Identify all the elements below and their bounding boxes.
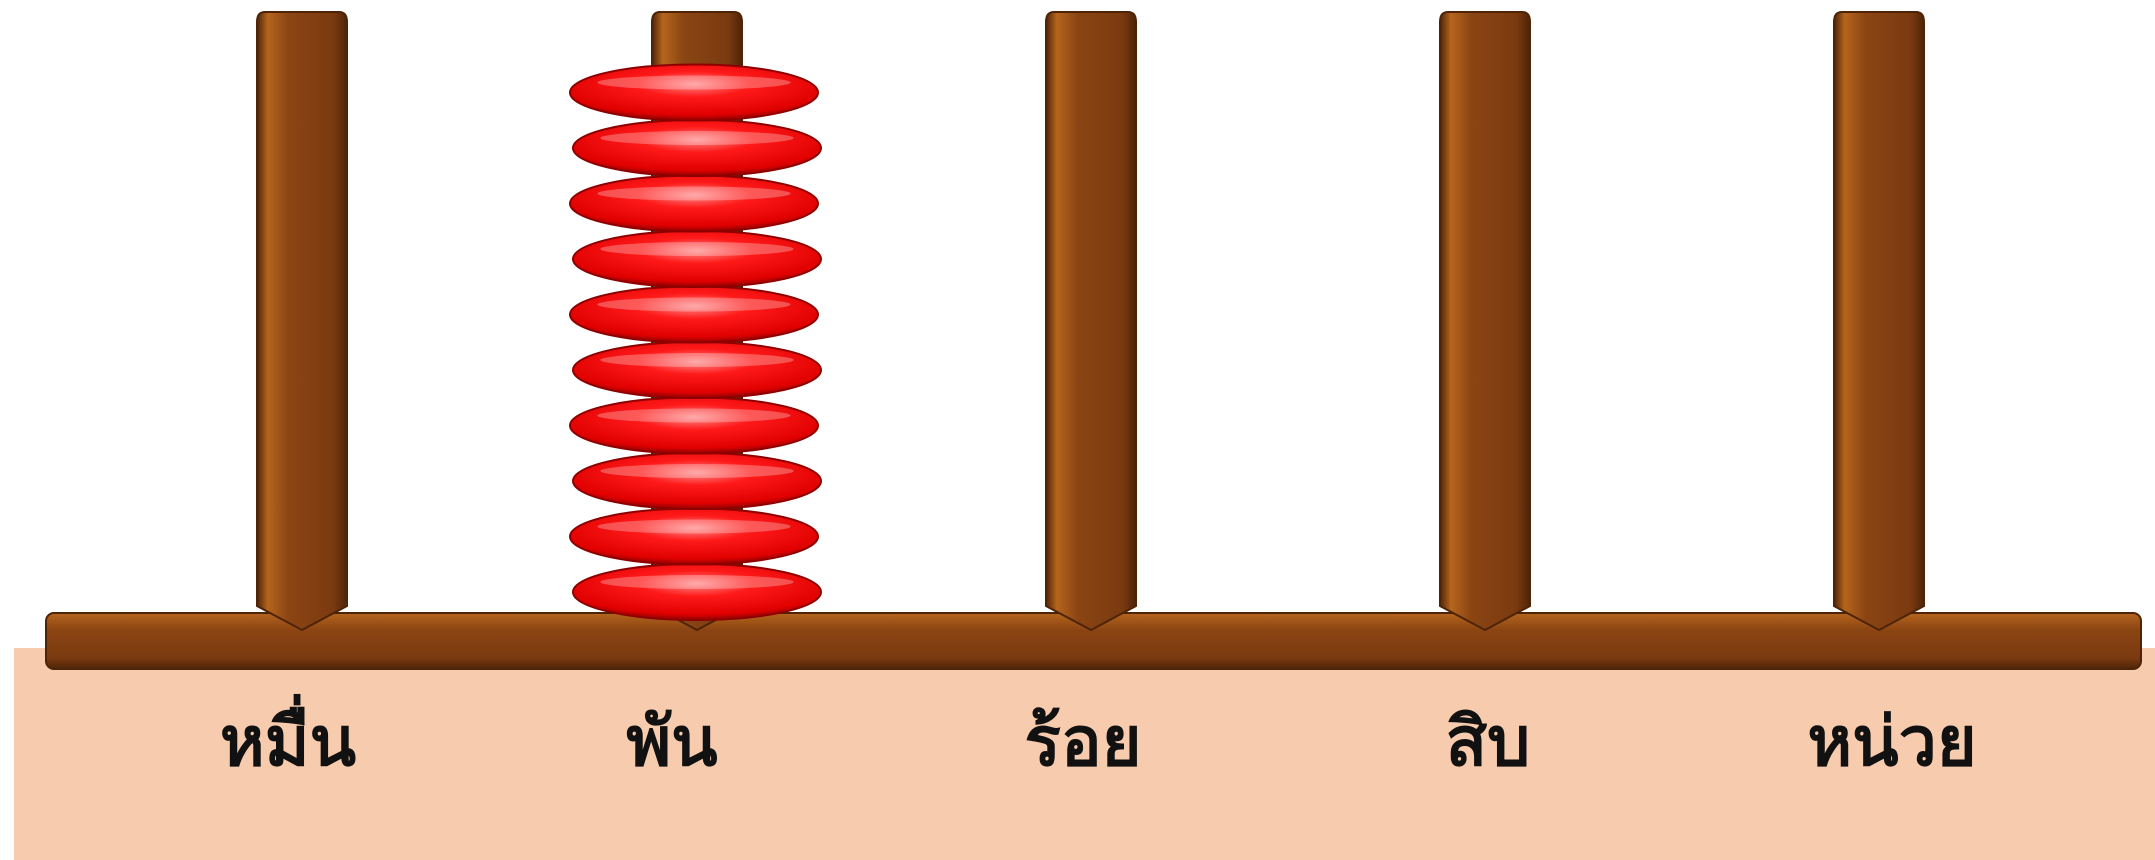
bead[interactable] <box>569 396 819 455</box>
column-label-place-1: หมื่น <box>220 693 356 782</box>
rod-place-1 <box>256 11 348 632</box>
bead[interactable] <box>572 563 822 621</box>
bead-highlight <box>597 519 791 534</box>
floor-panel <box>14 648 2155 860</box>
bead[interactable] <box>572 119 822 177</box>
bead[interactable] <box>572 452 822 510</box>
bead[interactable] <box>569 174 819 233</box>
bead[interactable] <box>572 341 822 399</box>
bead-highlight <box>597 186 791 201</box>
bead[interactable] <box>569 285 819 344</box>
bead[interactable] <box>572 230 822 288</box>
bead-highlight <box>600 575 794 589</box>
rod-place-4 <box>1439 11 1531 632</box>
column-label-place-2: พัน <box>626 703 717 782</box>
column-label-place-3: ร้อย <box>1024 703 1141 782</box>
rod-place-3 <box>1045 11 1137 632</box>
bead-highlight <box>600 131 794 145</box>
bead-highlight <box>597 75 791 90</box>
bead-highlight <box>600 242 794 256</box>
bead-highlight <box>597 297 791 312</box>
bead-highlight <box>600 353 794 367</box>
rod-place-5 <box>1833 11 1925 632</box>
column-label-place-5: หน่วย <box>1807 703 1976 782</box>
bead[interactable] <box>569 63 819 122</box>
bead[interactable] <box>569 507 819 566</box>
column-label-place-4: สิบ <box>1446 703 1531 782</box>
bead-highlight <box>597 408 791 423</box>
bead-highlight <box>600 464 794 478</box>
